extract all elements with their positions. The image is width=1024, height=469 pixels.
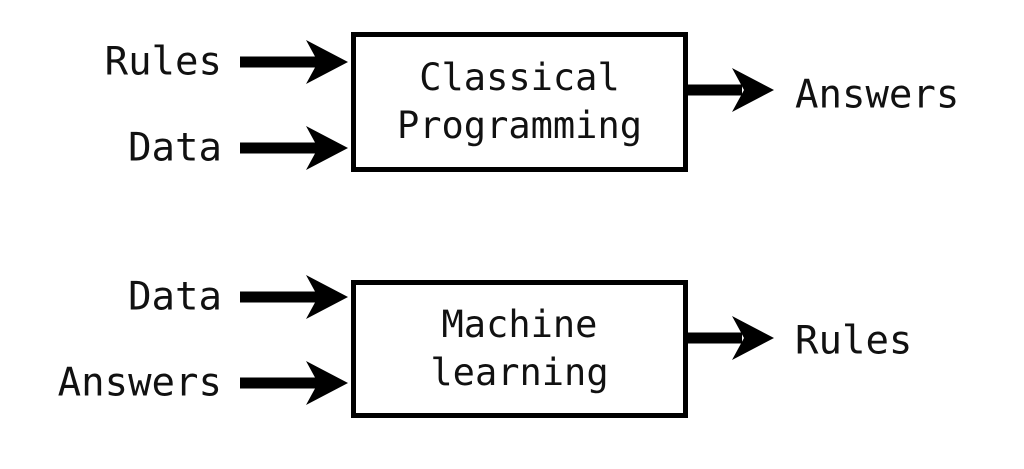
data-input-arrow: [240, 126, 348, 170]
classical-programming-label-line1: Classical: [419, 56, 620, 99]
classical-programming-box: Classical Programming: [351, 32, 688, 172]
input-label-data: Data: [128, 274, 222, 320]
machine-learning-label-line1: Machine: [441, 303, 598, 346]
output-label-rules: Rules: [795, 318, 913, 364]
machine-learning-label-line2: learning: [430, 351, 609, 394]
answers-output-arrow: [688, 68, 774, 112]
answers-input-arrow: [240, 361, 348, 405]
machine-learning-box: Machine learning: [351, 280, 688, 418]
rules-output-arrow: [688, 316, 774, 360]
input-label-data: Data: [128, 125, 222, 171]
input-label-rules: Rules: [104, 39, 222, 85]
classical-programming-label-line2: Programming: [396, 104, 643, 147]
data-input-arrow: [240, 275, 348, 319]
rules-input-arrow: [240, 40, 348, 84]
output-label-answers: Answers: [795, 72, 960, 118]
input-label-answers: Answers: [57, 360, 222, 406]
